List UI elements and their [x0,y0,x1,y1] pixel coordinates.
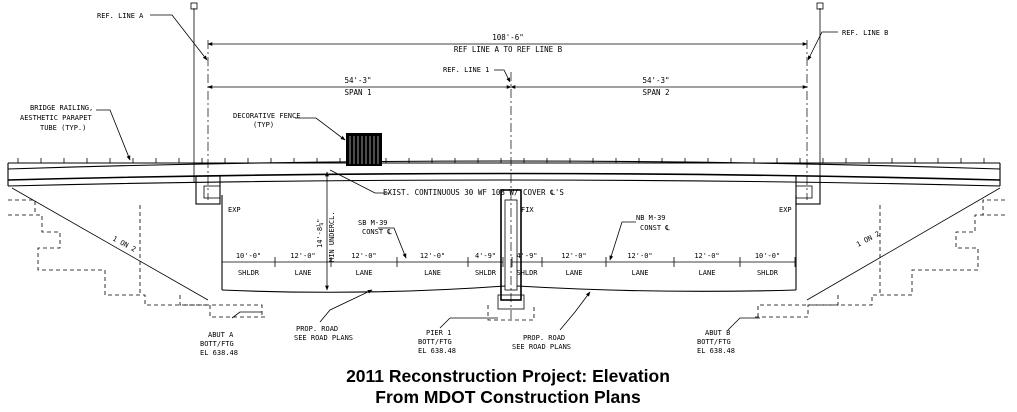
abut-a-ftg: BOTT/FTG [200,340,234,348]
sb-roadway-label: SB M-39 [358,219,388,227]
span-2-label: SPAN 2 [642,88,669,97]
railing-note-line-2: AESTHETIC PARAPET [20,114,92,122]
pier-1-label: PIER 1 [426,329,451,337]
span-2-dimension: 54'-3" [642,76,669,85]
prop-road-right-1: PROP. ROAD [523,334,565,342]
railing-note-line-1: BRIDGE RAILING, [30,104,93,112]
lane-name: SHLDR [238,269,260,277]
lane-dimension: 12'-0" [290,252,315,260]
clearance-desc: MIN UNDERCL. [328,211,336,262]
bearing-exp-left: EXP [228,206,241,214]
bearing-exp-right: EXP [779,206,792,214]
lane-dimension: 10'-0" [236,252,261,260]
dimension-lines [207,42,808,89]
prop-road-left-2: SEE ROAD PLANS [294,334,353,342]
overall-dimension: 108'-6" [492,33,524,42]
reference-lines [150,2,838,320]
lane-dimension: 12'-0" [694,252,719,260]
clearance-dimension: 14'-8¼" [316,218,324,248]
abutment-footings [8,199,1005,321]
slope-note-left: 1 ON 2 [111,235,137,254]
pier-1-ftg: BOTT/FTG [418,338,452,346]
fence-note-line-1: DECORATIVE FENCE [233,112,300,120]
lane-name: LANE [424,269,441,277]
decorative-fence [295,117,382,166]
ref-line-a-label: REF. LINE A [97,12,144,20]
page-subtitle: From MDOT Construction Plans [375,387,641,407]
abut-a-el: EL 638.48 [200,349,238,357]
lane-name: SHLDR [516,269,538,277]
embankment-slopes [11,187,1001,301]
nb-roadway-label: NB M-39 [636,214,666,222]
sb-const-cl: CONST ℄ [362,228,392,236]
lane-dimension: 10'-0" [755,252,780,260]
lane-dimension: 4'-9" [475,252,496,260]
abut-b-ftg: BOTT/FTG [697,338,731,346]
lane-dimension: 4'-9" [516,252,537,260]
span-1-label: SPAN 1 [344,88,371,97]
overall-dimension-desc: REF LINE A TO REF LINE B [454,45,563,54]
beam-note: EXIST. CONTINUOUS 30 WF 108 W/ COVER ℄'S [383,188,564,197]
lane-name: LANE [699,269,716,277]
lane-name: SHLDR [475,269,497,277]
railing-note-line-3: TUBE (TYP.) [40,124,86,132]
bearing-fix: FIX [521,206,534,214]
lane-dimension-lines [221,257,796,267]
prop-road-left-1: PROP. ROAD [296,325,338,333]
lane-name: LANE [632,269,649,277]
ref-line-1-label: REF. LINE 1 [443,66,489,74]
lane-name: LANE [295,269,312,277]
abut-b-el: EL 638.48 [697,347,735,355]
substructure [195,175,821,310]
bridge-deck [7,160,1001,187]
ref-line-b-label: REF. LINE B [842,29,888,37]
lane-dimension: 12'-0" [561,252,586,260]
nb-const-cl: CONST ℄ [640,224,670,232]
page-title: 2011 Reconstruction Project: Elevation [346,366,670,386]
lane-name: LANE [356,269,373,277]
span-1-dimension: 54'-3" [344,76,371,85]
slope-note-right: 1 ON 2 [855,230,881,249]
pier-1-el: EL 638.48 [418,347,456,355]
lane-labels: 10'-0" SHLDR 12'-0" LANE 12'-0" LANE 12'-0" LAN… [236,252,780,277]
railing-posts [17,158,985,163]
lane-dimension: 12'-0" [420,252,445,260]
abut-b-label: ABUT B [705,329,730,337]
lane-dimension: 12'-0" [351,252,376,260]
fence-note-line-2: (TYP) [253,121,274,129]
prop-road-right-2: SEE ROAD PLANS [512,343,571,351]
abut-a-label: ABUT A [208,331,234,339]
lane-name: SHLDR [757,269,779,277]
lane-name: LANE [566,269,583,277]
lane-dimension: 12'-0" [627,252,652,260]
